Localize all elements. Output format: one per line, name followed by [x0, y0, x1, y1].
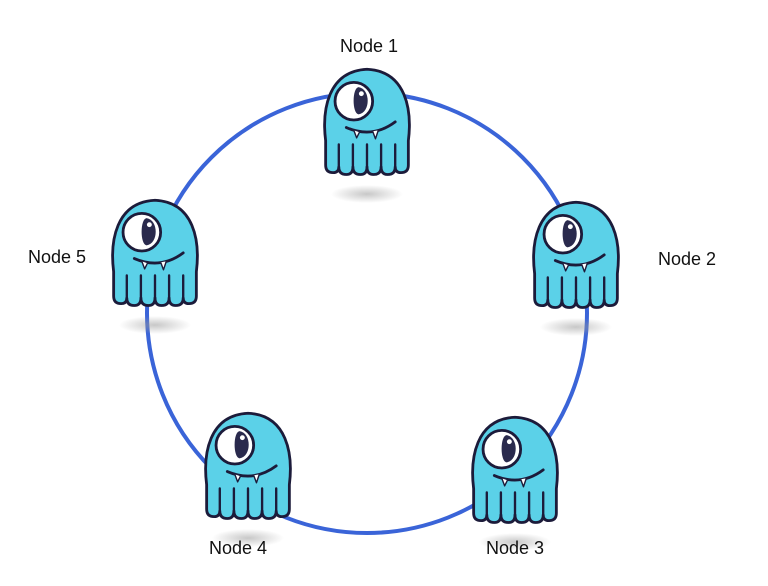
scylla-octopus-mascot-icon [111, 198, 199, 308]
node-label: Node 2 [658, 249, 716, 269]
node-label: Node 5 [28, 247, 86, 267]
node-1: Node 1 [323, 36, 411, 203]
node-shadow [331, 185, 403, 203]
node-shadow [479, 533, 551, 551]
node-shadow [212, 529, 284, 547]
node-3: Node 3 [471, 415, 559, 558]
node-label: Node 1 [340, 36, 398, 56]
node-4: Node 4 [204, 411, 292, 558]
scylla-octopus-mascot-icon [471, 415, 559, 525]
scylla-octopus-mascot-icon [204, 411, 292, 521]
scylla-octopus-mascot-icon [323, 67, 411, 177]
scylla-octopus-mascot-icon [532, 200, 620, 310]
node-label: Node 3 [486, 538, 544, 558]
node-5: Node 5 [28, 198, 199, 334]
node-shadow [540, 318, 612, 336]
node-2: Node 2 [532, 200, 716, 336]
node-label: Node 4 [209, 538, 267, 558]
node-shadow [119, 316, 191, 334]
